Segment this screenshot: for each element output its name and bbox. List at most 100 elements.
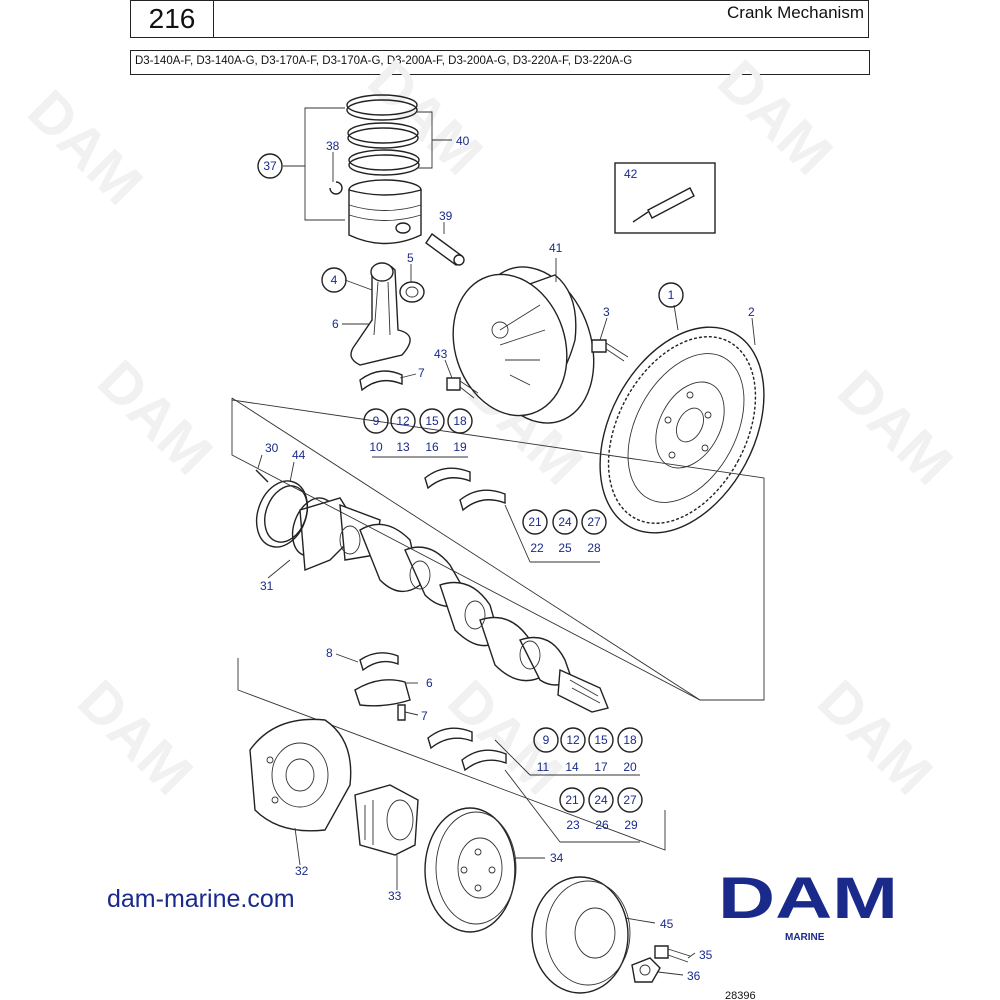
callout-6b: 6	[426, 676, 433, 690]
callout-labels: 37 38 40 39 4 5 6 7 41 42 3 1 2 43 9 12 …	[257, 134, 755, 983]
watermark-7: DAM	[65, 668, 204, 807]
callout-44: 44	[292, 448, 306, 462]
page-number: 216	[130, 0, 214, 38]
callout-43: 43	[434, 347, 448, 361]
lower-main-circled-2: 24	[594, 793, 608, 807]
drawing-code: 28396	[725, 990, 756, 1000]
rod-bearing-lower-8	[359, 652, 399, 672]
lower-rod-plain-4: 20	[623, 760, 637, 774]
website-link[interactable]: dam-marine.com	[107, 885, 295, 913]
small-end-bushing	[399, 281, 425, 303]
callout-41: 41	[549, 241, 563, 255]
upper-rod-plain-3: 16	[425, 440, 439, 454]
upper-main-plain-2: 25	[558, 541, 572, 555]
callout-32: 32	[295, 864, 309, 878]
logo-main-text: DAM	[718, 866, 898, 931]
sealant-box	[614, 162, 716, 234]
nut-36	[631, 957, 661, 983]
upper-rod-plain-4: 19	[453, 440, 467, 454]
upper-main-plain-3: 28	[587, 541, 601, 555]
callout-33: 33	[388, 889, 402, 903]
lower-rod-circled-3: 15	[594, 733, 608, 747]
lower-main-circled-3: 27	[623, 793, 637, 807]
lower-rod-plain-2: 14	[565, 760, 579, 774]
lower-rod-plain-3: 17	[594, 760, 608, 774]
callout-39: 39	[439, 209, 453, 223]
lower-main-circled-1: 21	[565, 793, 579, 807]
callout-7b: 7	[421, 709, 428, 723]
upper-main-circled-2: 24	[558, 515, 572, 529]
rod-bolt	[397, 704, 406, 721]
dam-logo: DAM MARINE	[718, 866, 898, 943]
oil-pump-front-cover	[249, 718, 352, 832]
watermark-layer: DAM DAM DAM DAM DAM DAM DAM DAM DAM	[15, 48, 964, 807]
flywheel-bolt-3	[591, 339, 629, 362]
rod-cap	[354, 679, 411, 707]
lower-main-plain-2: 26	[595, 818, 609, 832]
callout-45: 45	[660, 917, 674, 931]
upper-main-plain-1: 22	[530, 541, 544, 555]
main-bearings-lower	[427, 727, 507, 772]
callout-42: 42	[624, 167, 638, 181]
callout-34: 34	[550, 851, 564, 865]
dowel-pin-30	[255, 469, 269, 483]
crank-gear	[354, 784, 419, 856]
watermark-6: DAM	[825, 358, 964, 497]
upper-rod-plain-1: 10	[369, 440, 383, 454]
callout-37: 37	[263, 159, 277, 173]
housing-bolt-43	[446, 377, 479, 399]
connecting-rod	[350, 262, 411, 366]
leader-lines	[257, 107, 756, 976]
upper-rod-circled-1: 9	[373, 414, 380, 428]
callout-6: 6	[332, 317, 339, 331]
pulley-34	[424, 807, 517, 933]
lower-rod-circled-1: 9	[543, 733, 550, 747]
bearing-group-lower-rod: 9 12 15 18 11 14 17 20	[533, 727, 643, 774]
bearing-group-upper-main: 21 24 27 22 25 28	[522, 509, 607, 555]
logo-sub-text: MARINE	[785, 932, 825, 943]
damper-45	[531, 876, 631, 994]
upper-rod-circled-4: 18	[453, 414, 467, 428]
watermark-4: DAM	[85, 348, 224, 487]
callout-8: 8	[326, 646, 333, 660]
piston	[348, 179, 422, 245]
watermark-9: DAM	[805, 668, 944, 807]
callout-35: 35	[699, 948, 713, 962]
upper-rod-circled-2: 12	[396, 414, 410, 428]
bearing-group-lower-main: 21 24 27 23 26 29	[559, 787, 643, 832]
callout-circle-37	[257, 153, 283, 179]
callout-circle-4	[321, 267, 347, 293]
crankshaft	[291, 497, 609, 713]
crankshaft-frame	[231, 397, 765, 851]
flywheel-housing	[452, 266, 595, 424]
callout-5: 5	[407, 251, 414, 265]
lower-rod-circled-2: 12	[566, 733, 580, 747]
callout-7: 7	[418, 366, 425, 380]
upper-rod-plain-2: 13	[396, 440, 410, 454]
piston-pin	[425, 233, 465, 266]
callout-3: 3	[603, 305, 610, 319]
engine-models: D3-140A-F, D3-140A-G, D3-170A-F, D3-170A…	[135, 55, 633, 67]
callout-2: 2	[748, 305, 755, 319]
bolt-35	[654, 945, 691, 963]
title-box: Crank Mechanism	[212, 0, 869, 38]
rear-seal	[255, 480, 309, 548]
watermark-3: DAM	[705, 48, 844, 187]
callout-36: 36	[687, 969, 701, 983]
lower-rod-plain-1: 11	[537, 760, 550, 774]
callout-30: 30	[265, 441, 279, 455]
upper-main-circled-3: 27	[587, 515, 601, 529]
callout-31: 31	[260, 579, 274, 593]
watermark-2: DAM	[355, 48, 494, 187]
main-bearings-upper	[424, 467, 506, 512]
callout-4: 4	[331, 273, 338, 287]
page-title: Crank Mechanism	[727, 3, 864, 22]
flywheel	[599, 326, 765, 534]
upper-main-circled-1: 21	[528, 515, 542, 529]
upper-rod-circled-3: 15	[425, 414, 439, 428]
piston-rings	[346, 94, 420, 176]
watermark-1: DAM	[15, 78, 154, 217]
bearing-group-upper-rod: 9 12 15 18 10 13 16 19	[363, 408, 473, 454]
